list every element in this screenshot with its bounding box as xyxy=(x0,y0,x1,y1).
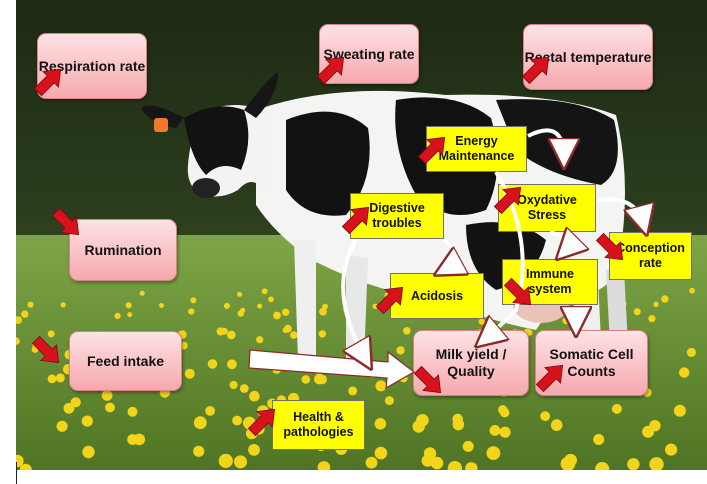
oxydative-stress-label: Oxydative Stress xyxy=(517,193,577,222)
energy-maintenance-label: Energy Maintenance xyxy=(438,134,515,163)
digestive-troubles-label: Digestive troubles xyxy=(369,201,425,230)
left-rule-line xyxy=(16,462,17,484)
conception-rate-box: Conception rate xyxy=(609,232,692,280)
somatic-cell-counts-label: Somatic Cell Counts xyxy=(549,346,634,379)
energy-maintenance-box: Energy Maintenance xyxy=(426,126,527,172)
rumination-box: Rumination xyxy=(69,219,177,281)
immune-system-label: Immune system xyxy=(526,267,574,296)
milk-yield-box: Milk yield / Quality xyxy=(413,330,529,396)
dandelion-flowers xyxy=(16,287,697,470)
feed-intake-box: Feed intake xyxy=(69,331,182,391)
health-pathologies-box: Health & pathologies xyxy=(272,400,365,450)
acidosis-box: Acidosis xyxy=(390,273,484,319)
rumination-label: Rumination xyxy=(84,241,162,258)
rectal-temperature-box: Rectal temperature xyxy=(523,24,653,90)
somatic-cell-counts-box: Somatic Cell Counts xyxy=(535,330,648,396)
sweating-rate-label: Sweating rate xyxy=(323,45,415,62)
diagram-scene: Respiration rate Sweating rate Rectal te… xyxy=(16,0,707,470)
bottom-margin xyxy=(0,470,707,484)
milk-yield-label: Milk yield / Quality xyxy=(435,346,507,379)
feed-intake-label: Feed intake xyxy=(86,352,165,369)
respiration-rate-box: Respiration rate xyxy=(37,33,147,99)
sweating-rate-box: Sweating rate xyxy=(319,24,419,84)
acidosis-label: Acidosis xyxy=(410,288,464,303)
immune-system-box: Immune system xyxy=(502,259,598,305)
health-pathologies-label: Health & pathologies xyxy=(283,410,354,439)
respiration-rate-label: Respiration rate xyxy=(38,57,146,74)
oxydative-stress-box: Oxydative Stress xyxy=(498,184,596,232)
conception-rate-label: Conception rate xyxy=(616,241,685,270)
rectal-temperature-label: Rectal temperature xyxy=(524,48,652,65)
digestive-troubles-box: Digestive troubles xyxy=(350,193,444,239)
